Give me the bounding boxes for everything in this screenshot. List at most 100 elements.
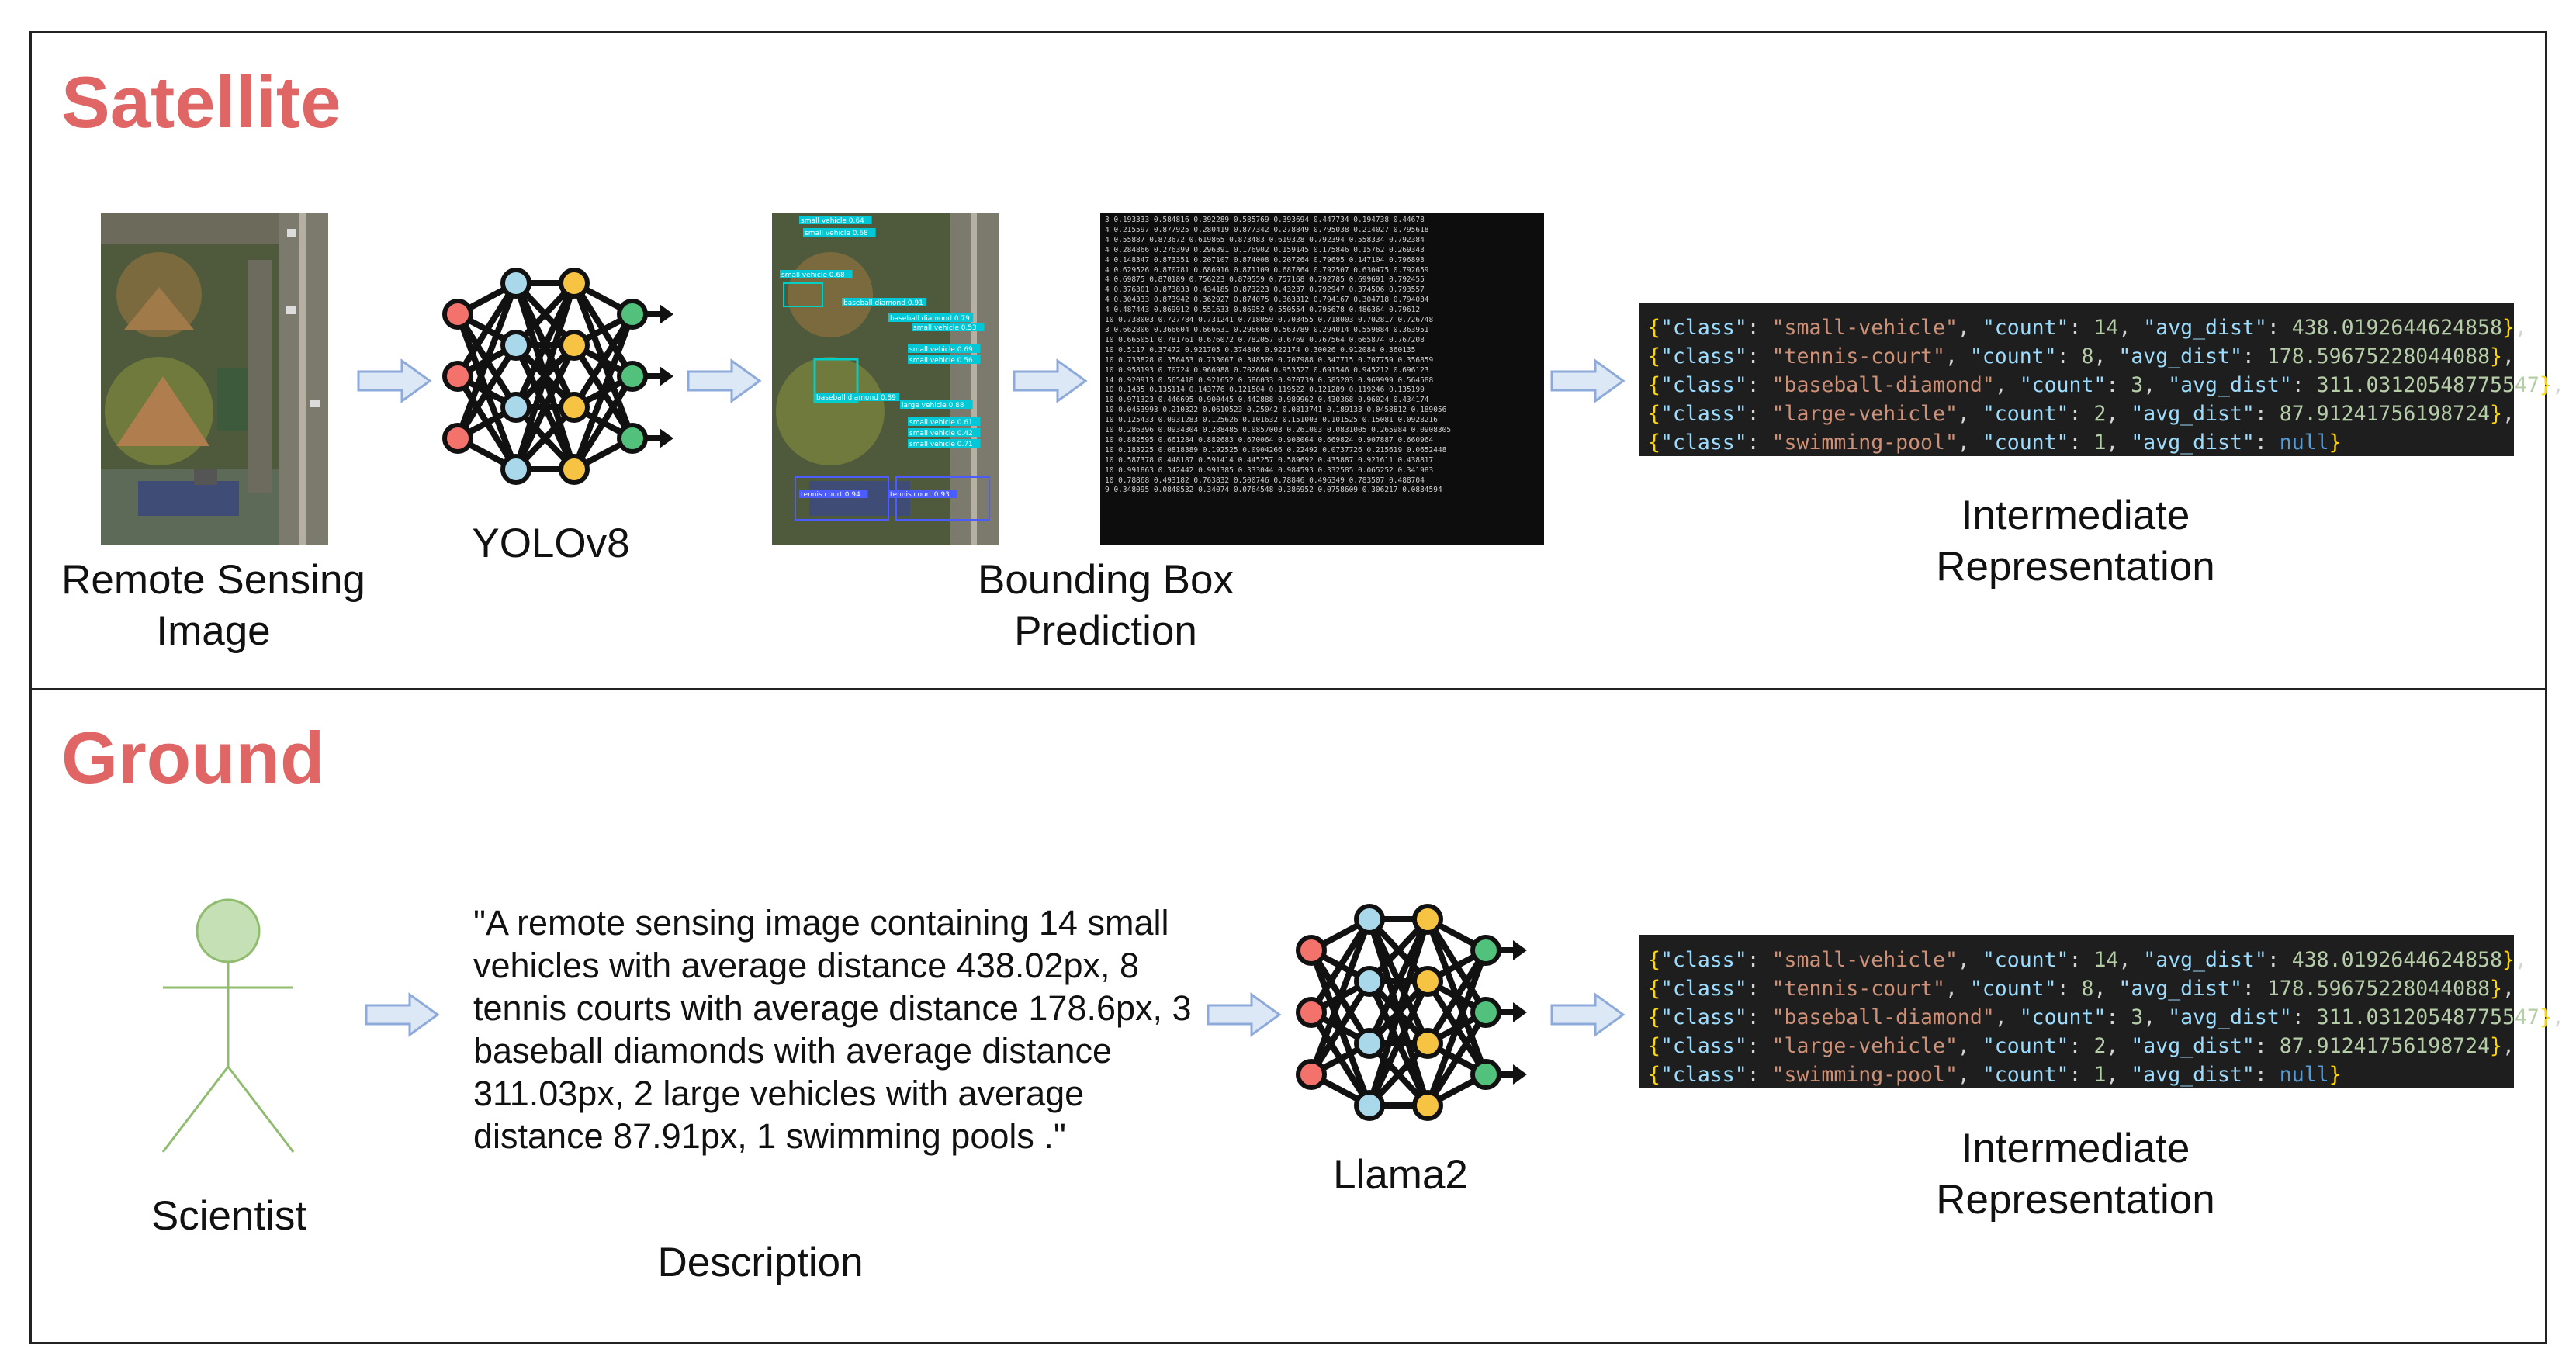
network-output-arrow	[660, 366, 673, 386]
network-edge	[571, 374, 635, 472]
network-node	[442, 299, 473, 330]
ir-line: {"class": "small-vehicle", "count": 14, …	[1648, 948, 2527, 972]
svg-text:small vehicle 0.68: small vehicle 0.68	[781, 272, 845, 279]
ir-line: {"class": "baseball-diamond", "count": 3…	[1648, 1005, 2564, 1029]
network-node	[1412, 1028, 1443, 1059]
network-edge	[455, 343, 519, 441]
network-node	[1296, 1059, 1327, 1090]
network-edge	[571, 313, 635, 471]
detection-label: small vehicle 0.64	[799, 216, 872, 225]
network-edge	[571, 312, 635, 410]
svg-text:tennis court 0.94: tennis court 0.94	[801, 491, 860, 499]
network-output-arrow	[1513, 1064, 1527, 1085]
network-output-arrow	[1513, 940, 1527, 960]
detection-label: small vehicle 0.56	[908, 355, 981, 365]
arrow-right-icon	[687, 358, 762, 403]
arrow-right-icon	[1207, 992, 1282, 1037]
network-edge	[1366, 918, 1431, 1107]
neural-network-icon	[442, 268, 673, 485]
detection-label: baseball diamond 0.91	[842, 298, 927, 307]
detection-label: small vehicle 0.53	[912, 323, 985, 332]
network-edge	[513, 344, 577, 471]
svg-text:small vehicle 0.53: small vehicle 0.53	[913, 324, 977, 332]
label-line: Representation	[1936, 544, 2215, 590]
network-edge	[1308, 917, 1373, 1015]
network-edge	[1308, 918, 1373, 1076]
network-node	[617, 299, 648, 330]
network-node	[500, 454, 531, 485]
description-label: Description	[657, 1240, 864, 1285]
bbox-coordinates-output: 3 0.193333 0.584816 0.392289 0.585769 0.…	[1100, 213, 1544, 545]
svg-text:baseball diamond 0.79: baseball diamond 0.79	[890, 315, 970, 323]
network-node	[559, 330, 590, 361]
detection-label: small vehicle 0.68	[803, 228, 876, 237]
network-node	[1354, 1028, 1385, 1059]
scene-description-text: "A remote sensing image containing 14 sm…	[473, 903, 1192, 1156]
network-edge	[513, 282, 577, 471]
svg-text:tennis court 0.93: tennis court 0.93	[890, 491, 950, 499]
remote-sensing-image-label: Remote Sensing Image	[39, 555, 388, 657]
label-line: Bounding Box	[977, 557, 1234, 603]
arrow-right-icon	[365, 992, 440, 1037]
network-node	[500, 330, 531, 361]
network-edge	[1366, 980, 1431, 1107]
network-edge	[1308, 979, 1373, 1077]
svg-text:small vehicle 0.64: small vehicle 0.64	[801, 217, 864, 225]
network-node	[1470, 935, 1501, 966]
network-node	[1296, 997, 1327, 1028]
network-output-arrow	[660, 428, 673, 448]
svg-text:baseball diamond 0.91: baseball diamond 0.91	[843, 299, 923, 307]
detection-label: small vehicle 0.42	[908, 428, 981, 438]
detection-label: tennis court 0.94	[799, 490, 868, 499]
neural-network-icon	[1296, 904, 1527, 1121]
svg-text:small vehicle 0.42: small vehicle 0.42	[909, 430, 973, 438]
network-node	[617, 423, 648, 454]
ir-line: {"class": "large-vehicle", "count": 2, "…	[1648, 1034, 2515, 1058]
detection-label: small vehicle 0.61	[908, 417, 981, 427]
bounding-box-image: small vehicle 0.64 small vehicle 0.68 smal…	[772, 213, 999, 545]
network-node	[1296, 935, 1327, 966]
network-node	[500, 392, 531, 423]
network-node	[617, 361, 648, 392]
arrow-right-icon	[1550, 992, 1626, 1037]
network-node	[1412, 904, 1443, 935]
network-node	[1412, 966, 1443, 997]
detection-label: tennis court 0.93	[888, 490, 957, 499]
svg-text:small vehicle 0.56: small vehicle 0.56	[909, 357, 973, 365]
network-node	[559, 392, 590, 423]
arrow-right-icon	[357, 358, 432, 403]
intermediate-representation-label: Intermediate Representation	[1901, 1123, 2250, 1226]
network-output-arrow	[660, 304, 673, 324]
ir-line: {"class": "swimming-pool", "count": 1, "…	[1648, 431, 2342, 455]
network-edge	[1425, 1010, 1489, 1108]
network-node	[1412, 1090, 1443, 1121]
bounding-box-prediction-label: Bounding Box Prediction	[931, 555, 1280, 657]
network-edge	[1425, 949, 1489, 1107]
detection-label: large vehicle 0.88	[900, 400, 973, 410]
network-node	[559, 454, 590, 485]
network-node	[1354, 904, 1385, 935]
yolov8-label: YOLOv8	[472, 521, 630, 566]
network-edge	[455, 281, 519, 379]
intermediate-representation-code: {"class": "small-vehicle", "count": 14, …	[1639, 935, 2564, 1088]
svg-text:small vehicle 0.69: small vehicle 0.69	[909, 346, 973, 354]
intermediate-representation-code: {"class": "small-vehicle", "count": 14, …	[1639, 303, 2564, 456]
arrow-right-icon	[1550, 358, 1626, 403]
ir-line: {"class": "tennis-court", "count": 8, "a…	[1648, 344, 2515, 368]
detection-label: small vehicle 0.69	[908, 344, 981, 354]
ir-line: {"class": "swimming-pool", "count": 1, "…	[1648, 1063, 2342, 1087]
network-node	[442, 361, 473, 392]
llama2-label: Llama2	[1333, 1152, 1468, 1198]
label-line: Image	[156, 608, 271, 654]
network-node	[442, 423, 473, 454]
detection-label: baseball diamond 0.79	[888, 313, 974, 323]
network-node	[1354, 966, 1385, 997]
scientist-label: Scientist	[151, 1193, 307, 1239]
svg-text:baseball diamond 0.89: baseball diamond 0.89	[816, 394, 896, 402]
svg-text:small vehicle 0.61: small vehicle 0.61	[909, 419, 973, 427]
intermediate-representation-label: Intermediate Representation	[1901, 490, 2250, 593]
network-node	[1470, 997, 1501, 1028]
remote-sensing-image	[101, 213, 328, 545]
network-node	[500, 268, 531, 299]
svg-text:small vehicle 0.71: small vehicle 0.71	[909, 441, 973, 448]
